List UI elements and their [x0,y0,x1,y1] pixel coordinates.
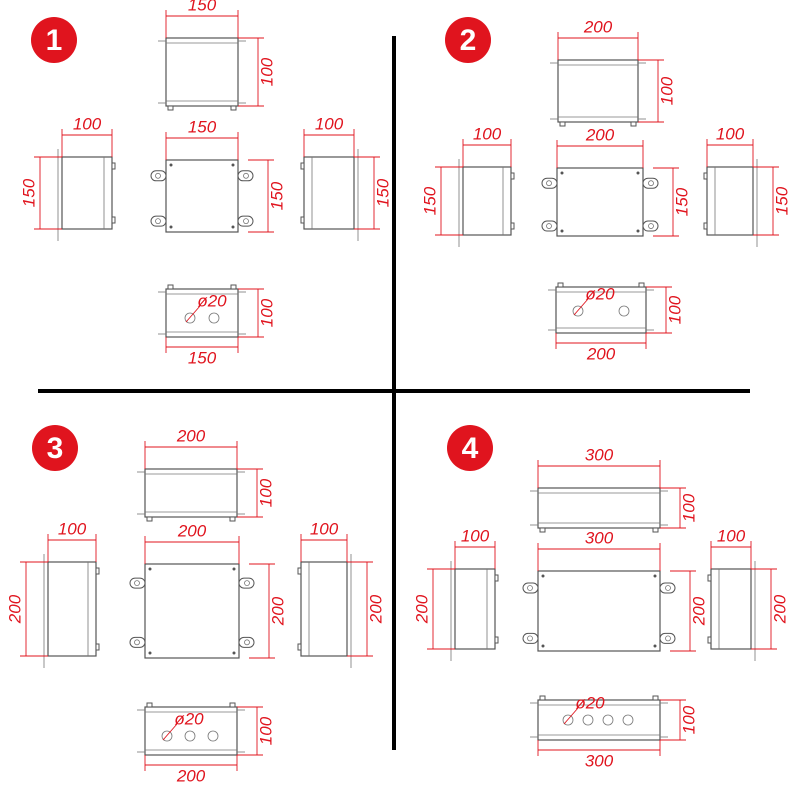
top-view: 200 100 [137,426,275,522]
top-height-dimension: 100 [657,76,676,105]
left-side-view: 100 200 [412,526,499,661]
bottom-view: ø20 200 100 [137,702,275,785]
right-height-dimension: 200 [366,594,385,624]
left-side-view: 100 150 [420,124,515,247]
left-height-dimension: 150 [420,186,439,215]
cable-hole [161,730,173,742]
right-height-dimension: 150 [772,186,790,215]
front-height-dimension: 200 [689,596,708,626]
front-width-dimension: 300 [585,528,614,547]
panel-2: 2 200 100 100 150 200 150 100 150 ø20 200 100 [420,17,790,363]
left-width-dimension: 100 [58,519,87,538]
bottom-height-dimension: 100 [256,716,275,745]
panel-number-badge: 3 [32,425,78,471]
top-height-dimension: 100 [257,57,276,86]
right-side-view: 100 200 [297,519,385,668]
top-height-dimension: 100 [679,493,698,522]
front-width-dimension: 200 [585,125,615,144]
cable-hole [562,714,574,726]
top-width-dimension: 300 [585,445,614,464]
cable-hole [184,730,196,742]
right-width-dimension: 100 [716,124,745,143]
top-width-dimension: 200 [583,17,613,36]
cable-hole [622,714,634,726]
cable-hole [208,312,220,324]
left-height-dimension: 200 [5,594,24,624]
front-view: 300 200 [522,528,708,652]
panel-number: 3 [47,432,64,465]
front-width-dimension: 200 [177,521,207,540]
panel-4: 4 300 100 100 200 300 200 100 200 ø20 300 100 [412,425,789,770]
right-width-dimension: 100 [717,526,746,545]
hole-diameter-label: ø20 [174,709,204,728]
top-height-dimension: 100 [256,478,275,507]
hole-diameter-label: ø20 [575,693,605,712]
bottom-height-dimension: 100 [665,295,684,324]
right-side-view: 100 150 [703,124,790,247]
bottom-width-dimension: 150 [188,348,217,367]
panel-number: 2 [460,24,477,57]
bottom-view: ø20 300 100 [530,693,698,770]
panel-number: 1 [46,24,63,57]
bottom-height-dimension: 100 [679,705,698,734]
cable-hole [184,312,196,324]
left-width-dimension: 100 [73,114,102,133]
cable-hole [602,714,614,726]
cable-hole [582,714,594,726]
right-height-dimension: 200 [770,594,789,624]
bottom-view: ø20 200 100 [548,282,684,363]
right-width-dimension: 100 [310,519,339,538]
left-height-dimension: 200 [412,594,431,624]
panel-number-badge: 1 [31,17,77,63]
top-view: 300 100 [530,445,698,533]
right-height-dimension: 150 [373,178,392,207]
panel-number-badge: 2 [445,17,491,63]
panel-3: 3 200 100 100 200 200 200 100 200 ø20 200 100 [5,425,385,785]
panel-number: 4 [462,432,479,465]
panel-1: 1 150 100 100 150 150 150 100 150 ø20 150 100 [19,0,392,367]
top-width-dimension: 150 [188,0,217,14]
front-view: 150 150 [150,117,286,233]
cable-hole [618,305,630,317]
top-view: 150 100 [158,0,276,111]
cable-hole [572,305,584,317]
top-view: 200 100 [550,17,676,127]
left-side-view: 100 150 [19,114,116,241]
hole-diameter-label: ø20 [585,284,615,303]
left-width-dimension: 100 [473,124,502,143]
front-height-dimension: 150 [672,187,691,216]
bottom-width-dimension: 200 [586,344,616,363]
left-side-view: 100 200 [5,519,100,668]
cable-hole [207,730,219,742]
panel-number-badge: 4 [447,425,493,471]
bottom-view: ø20 150 100 [158,284,276,367]
hole-diameter-label: ø20 [197,291,227,310]
left-width-dimension: 100 [461,526,490,545]
left-height-dimension: 150 [19,178,38,207]
front-view: 200 200 [129,521,287,659]
right-side-view: 100 150 [300,114,392,241]
bottom-width-dimension: 200 [176,766,206,785]
bottom-width-dimension: 300 [585,751,614,770]
front-height-dimension: 200 [268,596,287,626]
right-width-dimension: 100 [315,114,344,133]
top-width-dimension: 200 [176,426,206,445]
right-side-view: 100 200 [707,526,789,661]
front-width-dimension: 150 [188,117,217,136]
front-height-dimension: 150 [267,181,286,210]
front-view: 200 150 [541,125,691,237]
bottom-height-dimension: 100 [257,298,276,327]
